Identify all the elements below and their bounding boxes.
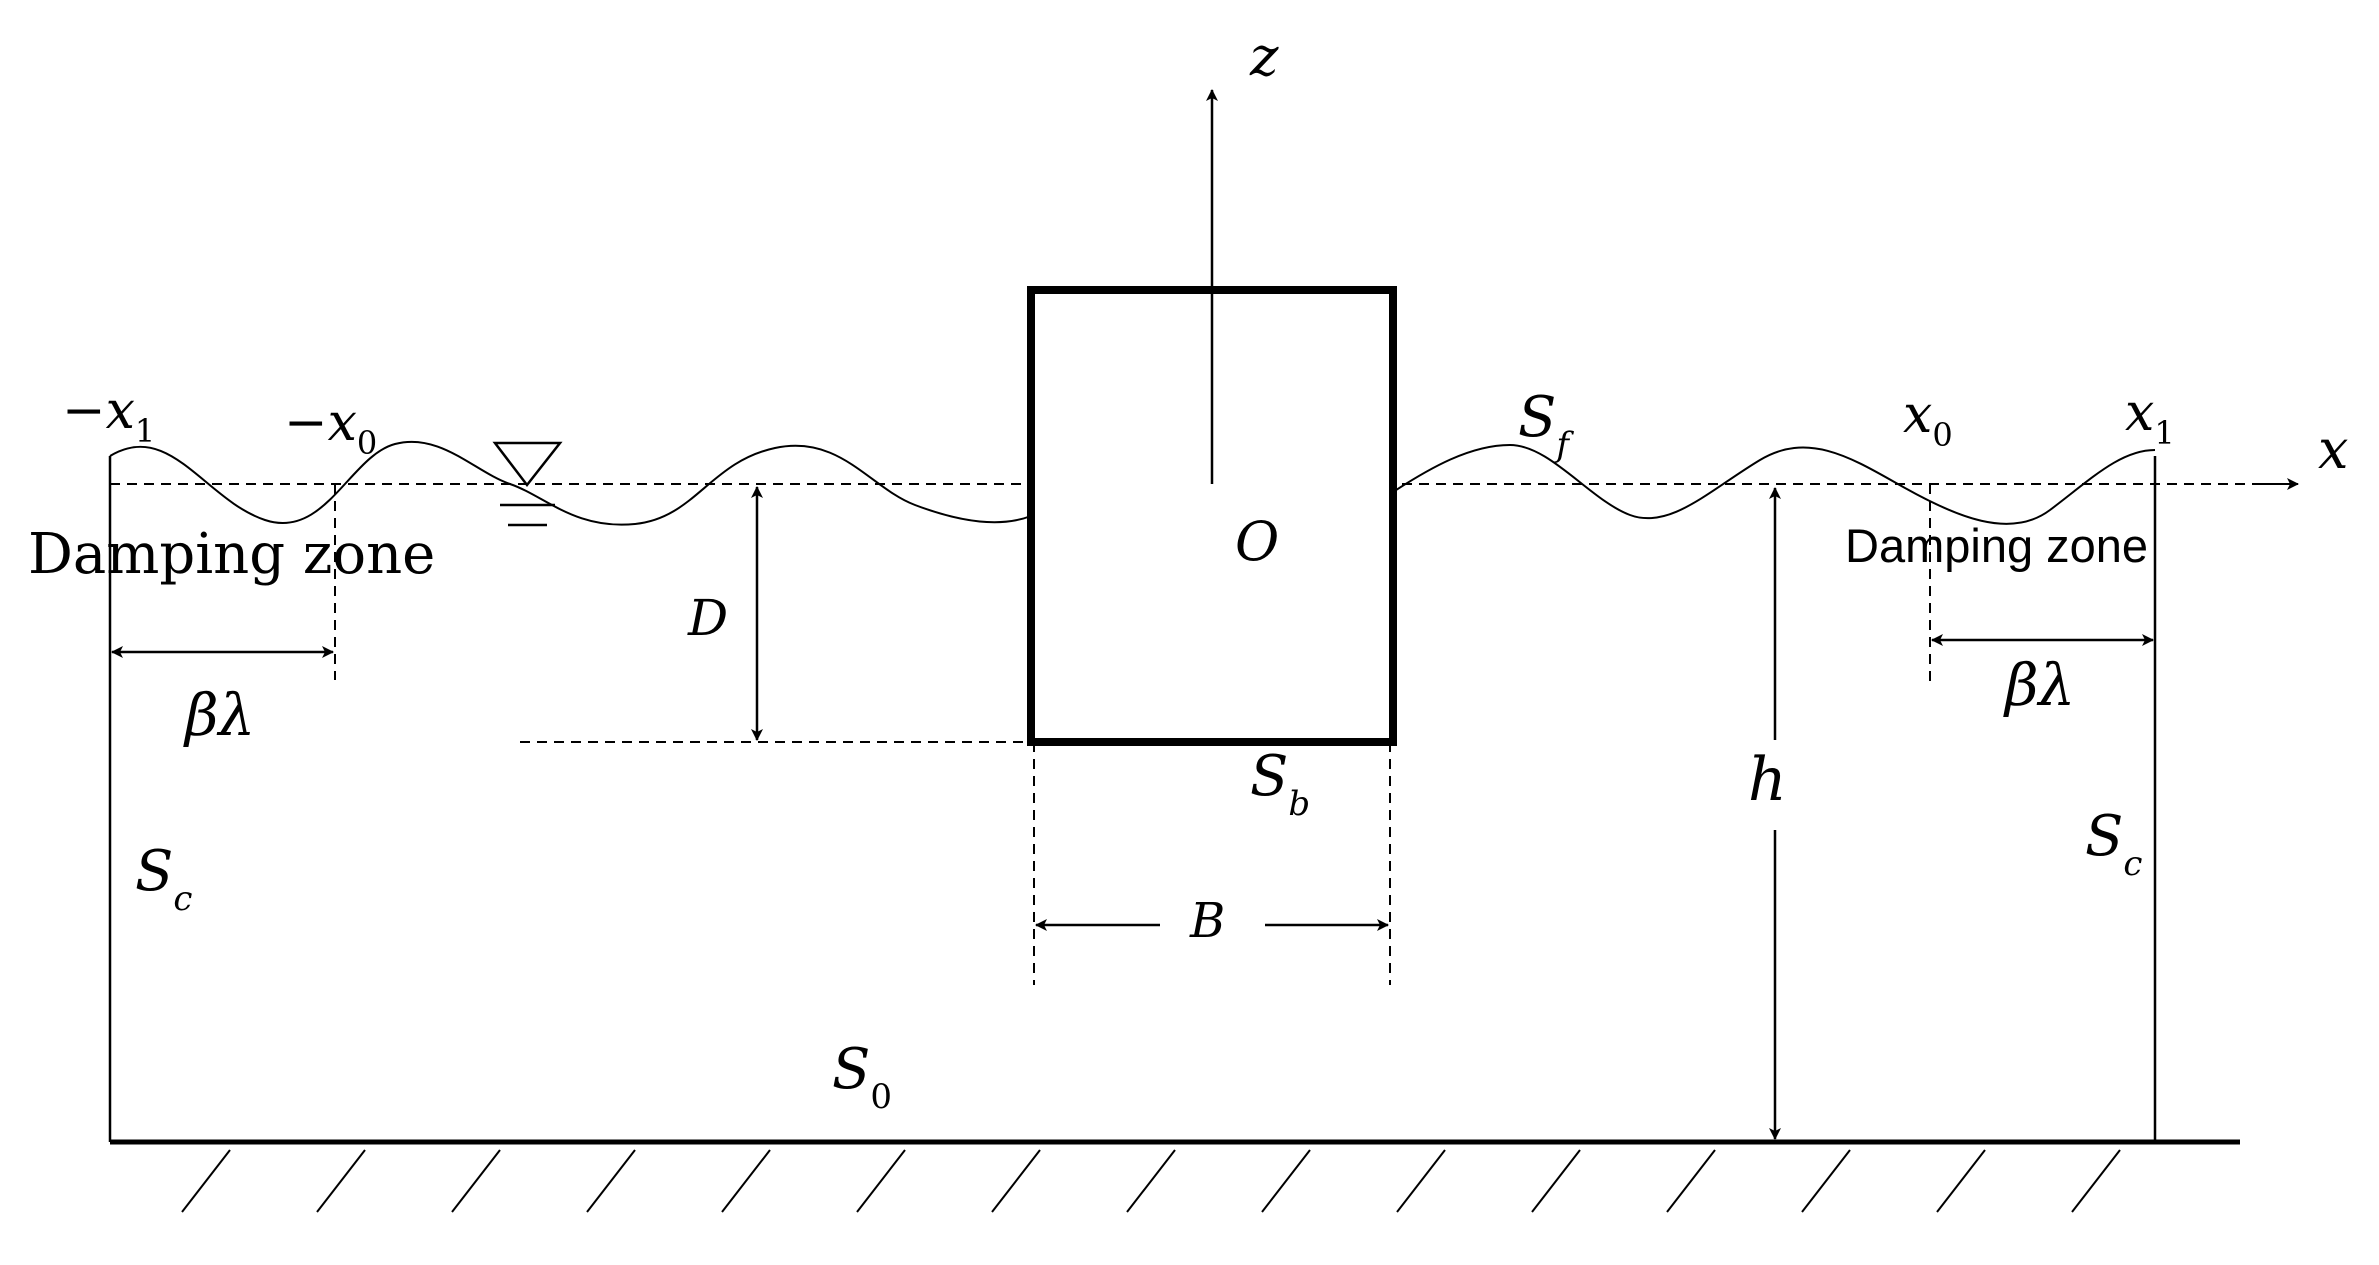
free-surface-wave-right	[1392, 443, 2156, 525]
seabed-hatch-mark	[1936, 1149, 1986, 1213]
seabed-hatch-mark	[2071, 1149, 2121, 1213]
left-boundary-surface-label: Sc	[135, 839, 192, 919]
seabed-hatch-mark	[1666, 1149, 1716, 1213]
seabed-hatch-mark	[1396, 1149, 1446, 1213]
body-surface-label: Sb	[1250, 744, 1310, 824]
seabed-hatch-mark	[1531, 1149, 1581, 1213]
seabed-hatch-mark	[586, 1149, 636, 1213]
seabed-hatch-mark	[991, 1149, 1041, 1213]
left-beta-lambda-label: βλ	[183, 681, 255, 749]
x1-label: x1	[2125, 383, 2175, 452]
right-damping-zone-label: Damping zone	[1845, 519, 2148, 572]
z-axis-label: z	[1249, 25, 1279, 88]
neg-x0-label: −x0	[284, 393, 377, 462]
seabed-hatch-mark	[316, 1149, 366, 1213]
draft-label: D	[687, 589, 728, 647]
seabed-hatch-mark	[1126, 1149, 1176, 1213]
free-surface-label: Sf	[1518, 385, 1574, 465]
seabed-hatch-mark	[1801, 1149, 1851, 1213]
seabed-hatch-mark	[721, 1149, 771, 1213]
origin-label: O	[1235, 510, 1279, 573]
left-damping-zone-label: Damping zone	[28, 522, 435, 587]
inverted-triangle-water-level-icon	[492, 441, 563, 527]
x0-label: x0	[1903, 385, 1953, 454]
seabed-surface-label: S0	[832, 1037, 892, 1117]
depth-label: h	[1748, 745, 1787, 815]
seabed-hatch-mark	[451, 1149, 501, 1213]
breadth-label: B	[1189, 893, 1225, 949]
right-beta-lambda-label: βλ	[2003, 651, 2075, 719]
seabed-hatch-mark	[1261, 1149, 1311, 1213]
right-boundary-surface-label: Sc	[2085, 804, 2142, 884]
x-axis-label: x	[2318, 418, 2348, 481]
seabed-hatch-mark	[856, 1149, 906, 1213]
seabed-hatch-mark	[181, 1149, 231, 1213]
neg-x1-label: −x1	[62, 381, 155, 450]
seabed-hatching	[181, 1149, 2121, 1213]
